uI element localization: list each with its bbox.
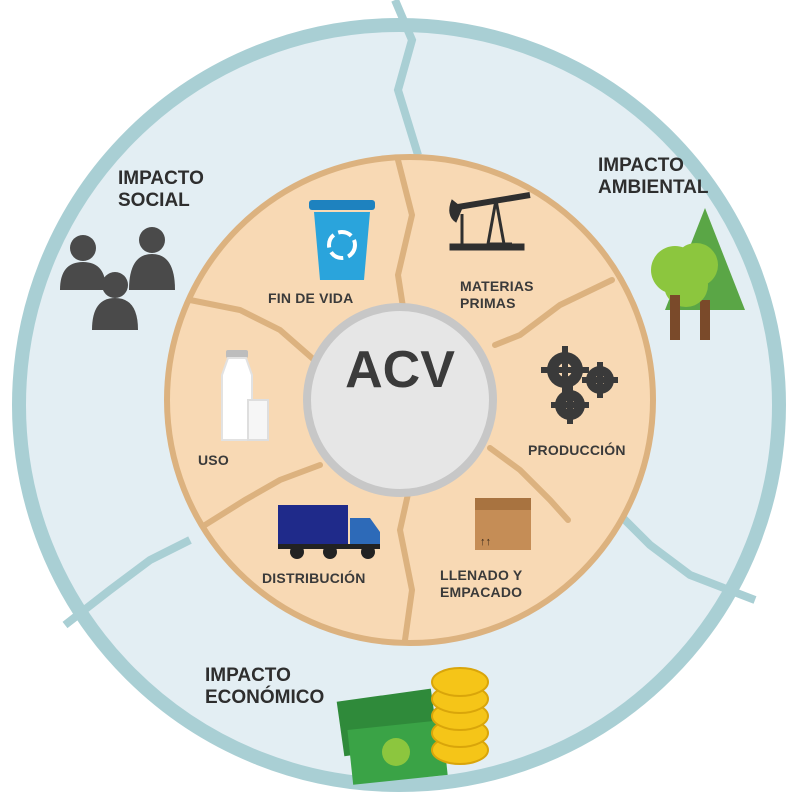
center-label: ACV (345, 341, 455, 399)
divider-uso-fin (187, 297, 323, 368)
outer-divider-left (62, 536, 192, 629)
divider-distribucion-uso (202, 462, 323, 528)
milk-bottle-icon (221, 350, 269, 441)
social-line-1: IMPACTO (118, 168, 204, 189)
impact-label-social: IMPACTO SOCIAL (118, 168, 204, 213)
stage-label-fin-de-vida: FIN DE VIDA (268, 290, 354, 306)
center-circle (303, 303, 497, 497)
people-icon (60, 227, 175, 330)
stage-label-uso: USO (198, 452, 229, 468)
divider-llenado-distribucion (396, 482, 416, 643)
economico-line-1: IMPACTO (205, 665, 291, 686)
economico-line-2: ECONÓMICO (205, 687, 325, 709)
impact-label-economico: IMPACTO ECONÓMICO (205, 665, 324, 710)
stage-label-llenado: LLENADO Y EMPACADO (440, 567, 522, 600)
impact-label-ambiental: IMPACTO AMBIENTAL (598, 155, 708, 200)
divider-fin-materias (394, 157, 416, 323)
outer-divider-top (391, 0, 422, 157)
llenado-line-1: LLENADO Y (440, 567, 523, 583)
divider-produccion-llenado (487, 445, 571, 523)
svg-text:↑↑: ↑↑ (480, 536, 491, 548)
truck-icon (278, 505, 380, 559)
box-icon: ↑↑ (475, 498, 531, 550)
divider-materias-produccion (492, 277, 615, 348)
stage-label-materias-primas: MATERIAS PRIMAS (460, 278, 534, 311)
ambiental-line-2: AMBIENTAL (598, 177, 709, 199)
ambiental-line-1: IMPACTO (598, 155, 684, 176)
recycle-bin-icon (309, 200, 375, 280)
stage-label-distribucion: DISTRIBUCIÓN (262, 570, 366, 586)
money-icon (336, 667, 489, 785)
llenado-line-2: EMPACADO (440, 583, 523, 600)
materias-line-1: MATERIAS (460, 278, 534, 294)
stage-label-produccion: PRODUCCIÓN (528, 442, 626, 458)
gears-icon (541, 346, 618, 424)
oil-pump-icon (449, 192, 531, 251)
outer-divider-right (612, 507, 757, 604)
trees-icon (651, 208, 745, 340)
social-line-2: SOCIAL (118, 190, 190, 212)
materias-line-2: PRIMAS (460, 294, 516, 311)
